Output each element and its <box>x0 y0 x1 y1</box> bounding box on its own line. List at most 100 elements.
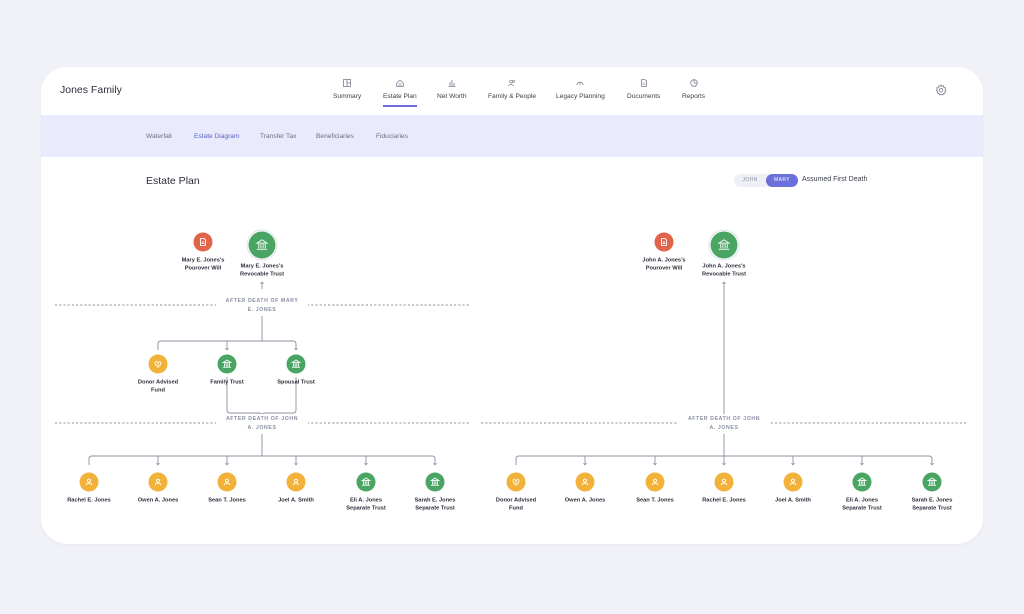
divider-label: AFTER DEATH OF JOHN <box>688 416 760 422</box>
document-icon <box>200 238 206 246</box>
family-name-title: Jones Family <box>60 84 122 96</box>
node-right-bottom-rachel-e-jones[interactable]: Rachel E. Jones <box>702 472 746 504</box>
nav-net-worth-label: Net Worth <box>437 93 467 100</box>
connector-line <box>88 455 437 466</box>
node-label: Owen A. Jones <box>565 498 606 504</box>
node-right-bottom-sean-t-jones[interactable]: Sean T. Jones <box>636 472 674 504</box>
nav-summary[interactable]: Summary <box>333 79 361 100</box>
bank-icon <box>255 239 269 250</box>
node-left-bottom-rachel-e-jones[interactable]: Rachel E. Jones <box>67 472 111 504</box>
bank-icon <box>429 477 441 486</box>
node-right-bottom-joel-a-smith[interactable]: Joel A. Smith <box>775 472 811 504</box>
node-icon-trust <box>852 472 872 492</box>
node-label: Joel A. Smith <box>278 498 314 504</box>
nav-reports-label: Reports <box>682 93 706 100</box>
bar-chart-icon <box>448 80 456 87</box>
top-navigation-bar: Jones Family Summary Estate Plan Net Wor… <box>41 67 983 115</box>
node-label: John A. Jones's <box>642 258 685 264</box>
node-label: John A. Jones's <box>702 264 745 270</box>
toggle-caption: Assumed First Death <box>802 176 868 183</box>
subtab-waterfall[interactable]: Waterfall <box>146 133 172 140</box>
node-label: Separate Trust <box>842 506 882 512</box>
people-icon <box>508 79 516 87</box>
nav-estate-plan[interactable]: Estate Plan <box>383 79 417 100</box>
nav-documents-label: Documents <box>627 93 661 100</box>
node-icon-trust <box>425 472 445 492</box>
node-label: Rachel E. Jones <box>67 498 111 504</box>
node-label: Fund <box>509 506 523 512</box>
nav-legacy-planning[interactable]: Legacy Planning <box>556 79 605 100</box>
bank-icon <box>221 359 233 368</box>
node-icon-trust <box>356 472 376 492</box>
node-label: Eli A. Jones <box>350 498 382 504</box>
node-icon-trust <box>286 354 306 374</box>
divider-label: E. JONES <box>248 307 277 313</box>
node-label: Donor Advised <box>138 380 179 386</box>
node-label: Separate Trust <box>346 506 386 512</box>
subtab-transfer-tax[interactable]: Transfer Tax <box>260 133 297 140</box>
node-left-mid-family-trust[interactable]: Family Trust <box>210 354 244 386</box>
toggle-option-mary[interactable]: MARY <box>766 174 798 187</box>
node-left-bottom-joel-a-smith[interactable]: Joel A. Smith <box>278 472 314 504</box>
bank-icon <box>290 359 302 368</box>
person-icon <box>154 478 162 486</box>
node-label: Spousal Trust <box>277 380 315 386</box>
nav-summary-label: Summary <box>333 93 362 100</box>
divider-label-bg <box>216 296 308 316</box>
node-icon-trust <box>248 231 276 259</box>
bank-icon <box>856 477 868 486</box>
nav-estate-plan-label: Estate Plan <box>383 93 417 100</box>
node-left-mid-spousal-trust[interactable]: Spousal Trust <box>277 354 315 386</box>
node-label: Revocable Trust <box>240 272 284 278</box>
person-icon <box>85 478 93 486</box>
node-label: Mary E. Jones's <box>241 264 284 270</box>
nav-net-worth[interactable]: Net Worth <box>437 79 467 100</box>
node-label: Separate Trust <box>912 506 952 512</box>
subtab-fiduciaries[interactable]: Fiduciaries <box>376 133 408 140</box>
home-icon <box>396 79 404 87</box>
node-right-bottom-owen-a-jones[interactable]: Owen A. Jones <box>565 472 606 504</box>
divider-label: A. JONES <box>247 425 276 431</box>
nav-reports[interactable]: Reports <box>682 79 705 100</box>
person-icon <box>720 478 728 486</box>
nav-legacy-planning-label: Legacy Planning <box>556 93 605 100</box>
node-icon-trust <box>922 472 942 492</box>
node-left-bottom-sean-t-jones[interactable]: Sean T. Jones <box>208 472 246 504</box>
person-icon <box>789 478 797 486</box>
nav-documents[interactable]: Documents <box>627 79 660 100</box>
heart-icon <box>512 479 520 486</box>
bank-icon <box>717 239 731 250</box>
bank-icon <box>360 477 372 486</box>
gear-icon[interactable] <box>935 84 947 96</box>
summary-icon <box>343 79 352 87</box>
node-label: Revocable Trust <box>702 272 746 278</box>
node-label: Fund <box>151 388 165 394</box>
node-label: Sarah E. Jones <box>912 498 953 504</box>
node-label: Family Trust <box>210 380 244 386</box>
active-tab-indicator <box>383 105 417 107</box>
first-death-toggle[interactable]: JOHN MARY <box>734 174 798 187</box>
nav-family-people[interactable]: Family & People <box>488 79 536 100</box>
node-label: Donor Advised <box>496 498 537 504</box>
nav-family-people-label: Family & People <box>488 93 537 100</box>
subtab-estate-diagram[interactable]: Estate Diagram <box>194 133 240 140</box>
person-icon <box>223 478 231 486</box>
toggle-option-john[interactable]: JOHN <box>742 177 758 183</box>
divider-label-bg <box>216 414 308 434</box>
node-label: Rachel E. Jones <box>702 498 746 504</box>
document-icon <box>640 79 647 87</box>
bank-icon <box>926 477 938 486</box>
node-left-bottom-owen-a-jones[interactable]: Owen A. Jones <box>138 472 179 504</box>
node-label: Owen A. Jones <box>138 498 179 504</box>
subtab-beneficiaries[interactable]: Beneficiaries <box>316 133 354 140</box>
